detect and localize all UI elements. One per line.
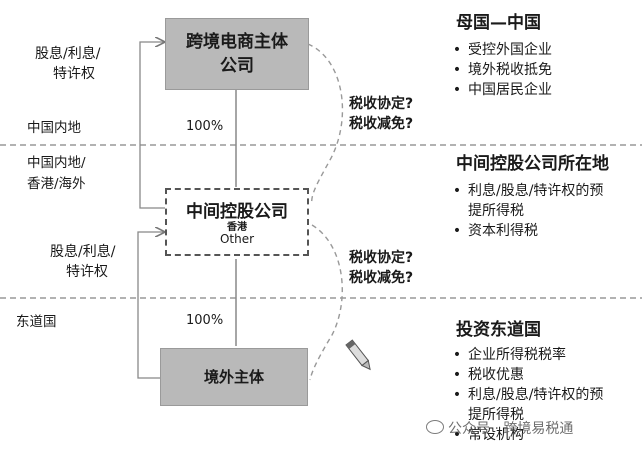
section-holding-location-title: 中间控股公司所在地 (456, 154, 609, 174)
tax-question-lower: 税收协定? 税收减免? (349, 248, 413, 288)
flow-arrow-mid (137, 232, 164, 379)
region-label-middle: 中国内地/ 香港/海外 (27, 153, 86, 195)
region-label-middle-line1: 中国内地/ (27, 155, 86, 171)
list-item: 利息/股息/特许权的预 (446, 181, 603, 201)
list-item: 资本利得税 (446, 221, 603, 241)
section-home-country-list: 受控外国企业 境外税收抵免 中国居民企业 (446, 40, 552, 100)
flow-label-top-line2: 特许权 (53, 66, 95, 82)
holding-company-box: 中间控股公司 香港 Other (165, 188, 309, 256)
list-item: 受控外国企业 (446, 40, 552, 60)
parent-company-box: 跨境电商主体 公司 (165, 18, 309, 90)
holding-location-hk: 香港 (227, 222, 247, 233)
list-item-continuation: 提所得税 (468, 203, 524, 219)
watermark: 公众号 · 跨境易税通 (426, 418, 573, 438)
region-label-host: 东道国 (16, 314, 57, 330)
flow-label-mid-line2: 特许权 (66, 264, 108, 280)
overseas-entity-box: 境外主体 (160, 348, 308, 406)
flow-arrow-top (139, 42, 168, 209)
list-item: 税收优惠 (446, 365, 603, 385)
section-host-country-title: 投资东道国 (456, 320, 541, 340)
section-holding-location-list: 利息/股息/特许权的预 提所得税 资本利得税 (446, 181, 603, 241)
flow-label-top-line1: 股息/利息/ (35, 46, 101, 62)
tax-curve-upper (307, 43, 344, 206)
region-label-middle-line2: 香港/海外 (27, 176, 86, 192)
holding-company-name: 中间控股公司 (186, 202, 288, 222)
list-item: 境外税收抵免 (446, 60, 552, 80)
ownership-label-bottom: 100% (186, 313, 224, 328)
flow-label-mid: 股息/利息/ 特许权 (50, 242, 115, 282)
region-label-china: 中国内地 (27, 120, 81, 136)
pencil-icon (345, 339, 371, 371)
watermark-text: 公众号 · 跨境易税通 (448, 421, 574, 437)
tax-question-upper-line1: 税收协定? (349, 96, 414, 112)
holding-location-other: Other (219, 232, 255, 246)
list-item: 常设机构 (446, 425, 603, 445)
tax-question-upper-line2: 税收减免? (349, 116, 414, 132)
list-item: 企业所得税税率 (446, 345, 603, 365)
tax-question-lower-line2: 税收减免? (349, 270, 414, 286)
tax-question-lower-line1: 税收协定? (349, 250, 414, 266)
list-item: 利息/股息/特许权的预 (446, 385, 603, 405)
overseas-entity-name: 境外主体 (203, 368, 264, 386)
ownership-label-top: 100% (186, 119, 224, 134)
list-item: 中国居民企业 (446, 80, 552, 100)
flow-label-mid-line1: 股息/利息/ (50, 244, 116, 260)
section-host-country-list: 企业所得税税率 税收优惠 利息/股息/特许权的预 提所得税 常设机构 (446, 345, 603, 445)
wechat-icon (426, 420, 444, 434)
list-item-continuation: 提所得税 (468, 407, 524, 423)
parent-company-name-line2: 公司 (220, 56, 254, 76)
tax-curve-lower (309, 224, 343, 381)
parent-company-name-line1: 跨境电商主体 (186, 32, 288, 52)
section-home-country-title: 母国—中国 (456, 13, 541, 33)
flow-label-top: 股息/利息/ 特许权 (35, 44, 100, 84)
tax-question-upper: 税收协定? 税收减免? (349, 94, 413, 134)
